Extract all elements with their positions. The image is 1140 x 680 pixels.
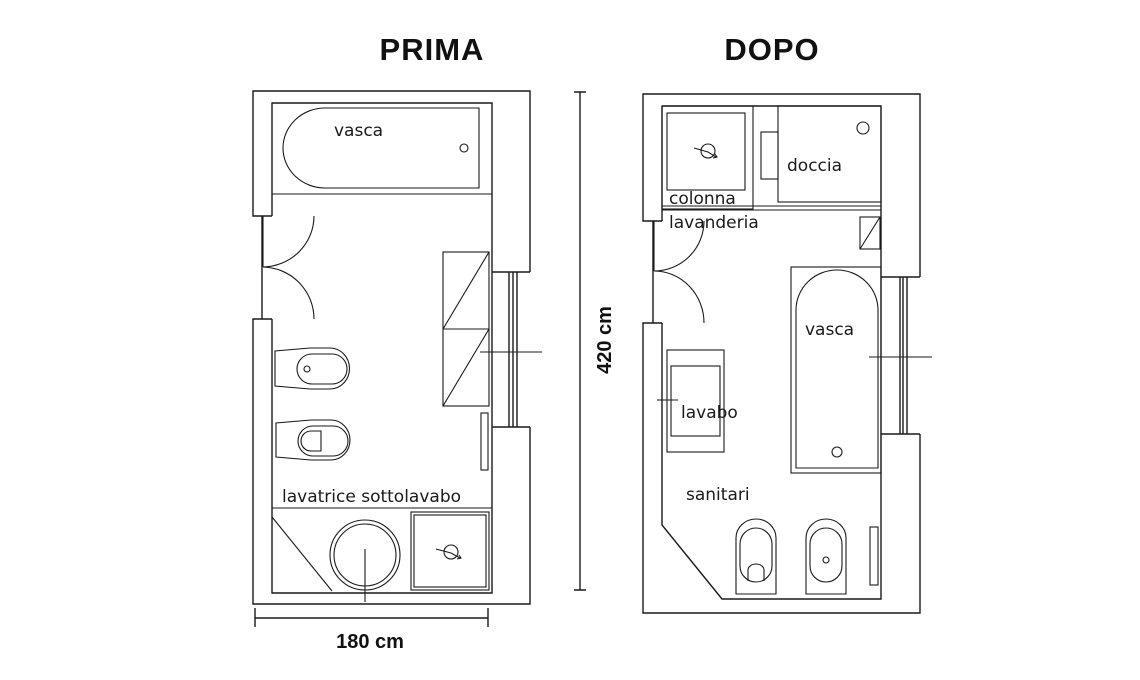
cabinet xyxy=(859,216,881,250)
label-fixtures: sanitari xyxy=(686,485,750,505)
inner-wall xyxy=(271,102,493,594)
dimension-width xyxy=(254,608,489,627)
plan-before: vasca lavatrice sottolavabo xyxy=(252,90,542,653)
shower-bench xyxy=(760,131,779,180)
title-after: DOPO xyxy=(724,32,819,67)
door xyxy=(653,220,705,324)
label-laundry-line2: lavanderia xyxy=(669,213,759,233)
label-laundry-line1: colonna xyxy=(669,189,736,209)
dimension-length-label: 420 cm xyxy=(594,306,616,374)
label-shower: doccia xyxy=(787,156,842,176)
dimension-length xyxy=(574,91,586,591)
radiator xyxy=(869,526,879,586)
bidet xyxy=(274,347,351,390)
dimension-width-label: 180 cm xyxy=(336,631,404,653)
door xyxy=(262,215,315,320)
sink xyxy=(657,349,725,453)
radiator xyxy=(480,412,489,471)
label-sink: lavabo xyxy=(681,403,738,423)
label-tub-before: vasca xyxy=(334,121,383,141)
laundry-column xyxy=(661,105,754,210)
outer-wall xyxy=(642,93,921,614)
washing-machine xyxy=(410,511,490,591)
cabinet xyxy=(442,251,490,407)
bathtub xyxy=(790,266,882,474)
vanity-counter xyxy=(271,507,492,592)
label-washer-before: lavatrice sottolavabo xyxy=(282,487,461,507)
toilet xyxy=(275,419,351,461)
plan-after: doccia colonna lavanderia vasca xyxy=(642,93,932,614)
bathtub xyxy=(272,107,492,195)
shower xyxy=(760,105,882,203)
window xyxy=(492,271,530,428)
bidet xyxy=(805,518,847,595)
round-sink xyxy=(329,519,401,602)
title-before: PRIMA xyxy=(380,32,485,67)
toilet xyxy=(735,518,777,595)
window xyxy=(869,276,932,435)
label-tub-after: vasca xyxy=(805,320,854,340)
outer-wall xyxy=(252,90,531,605)
